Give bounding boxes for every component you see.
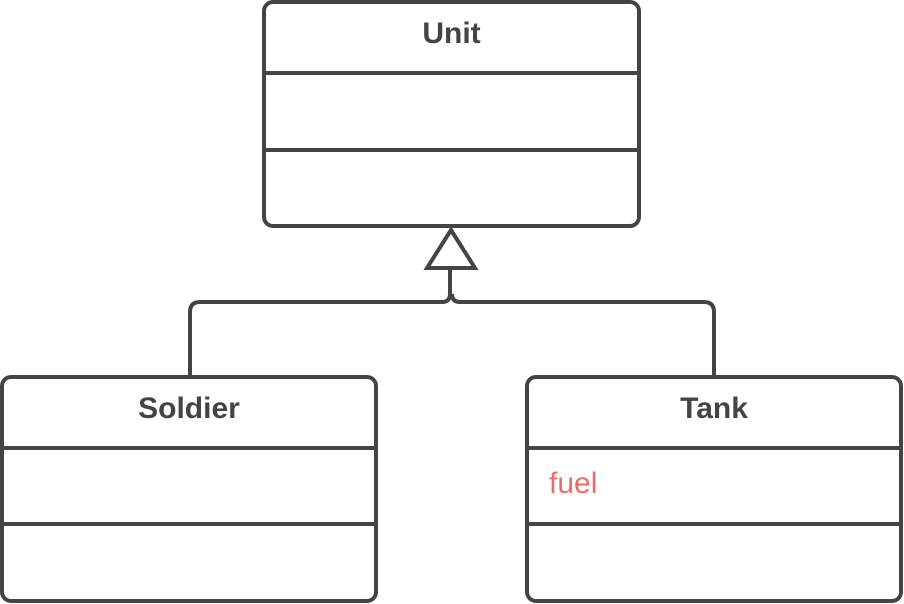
class-soldier[interactable]: Soldier: [0, 375, 378, 603]
class-tank-name: Tank: [680, 392, 748, 425]
class-tank[interactable]: Tank fuel: [525, 375, 903, 603]
class-unit[interactable]: Unit: [262, 0, 641, 228]
class-soldier-box: [0, 375, 378, 603]
tank-inheritance-line: [450, 293, 716, 376]
generalization-arrowhead: [423, 226, 479, 270]
class-unit-name: Unit: [422, 17, 480, 50]
class-unit-box: [262, 0, 641, 228]
class-soldier-name: Soldier: [138, 392, 240, 425]
class-tank-box: [525, 375, 903, 603]
soldier-inheritance-line: [188, 268, 452, 376]
class-tank-attribute-fuel: fuel: [549, 467, 597, 500]
